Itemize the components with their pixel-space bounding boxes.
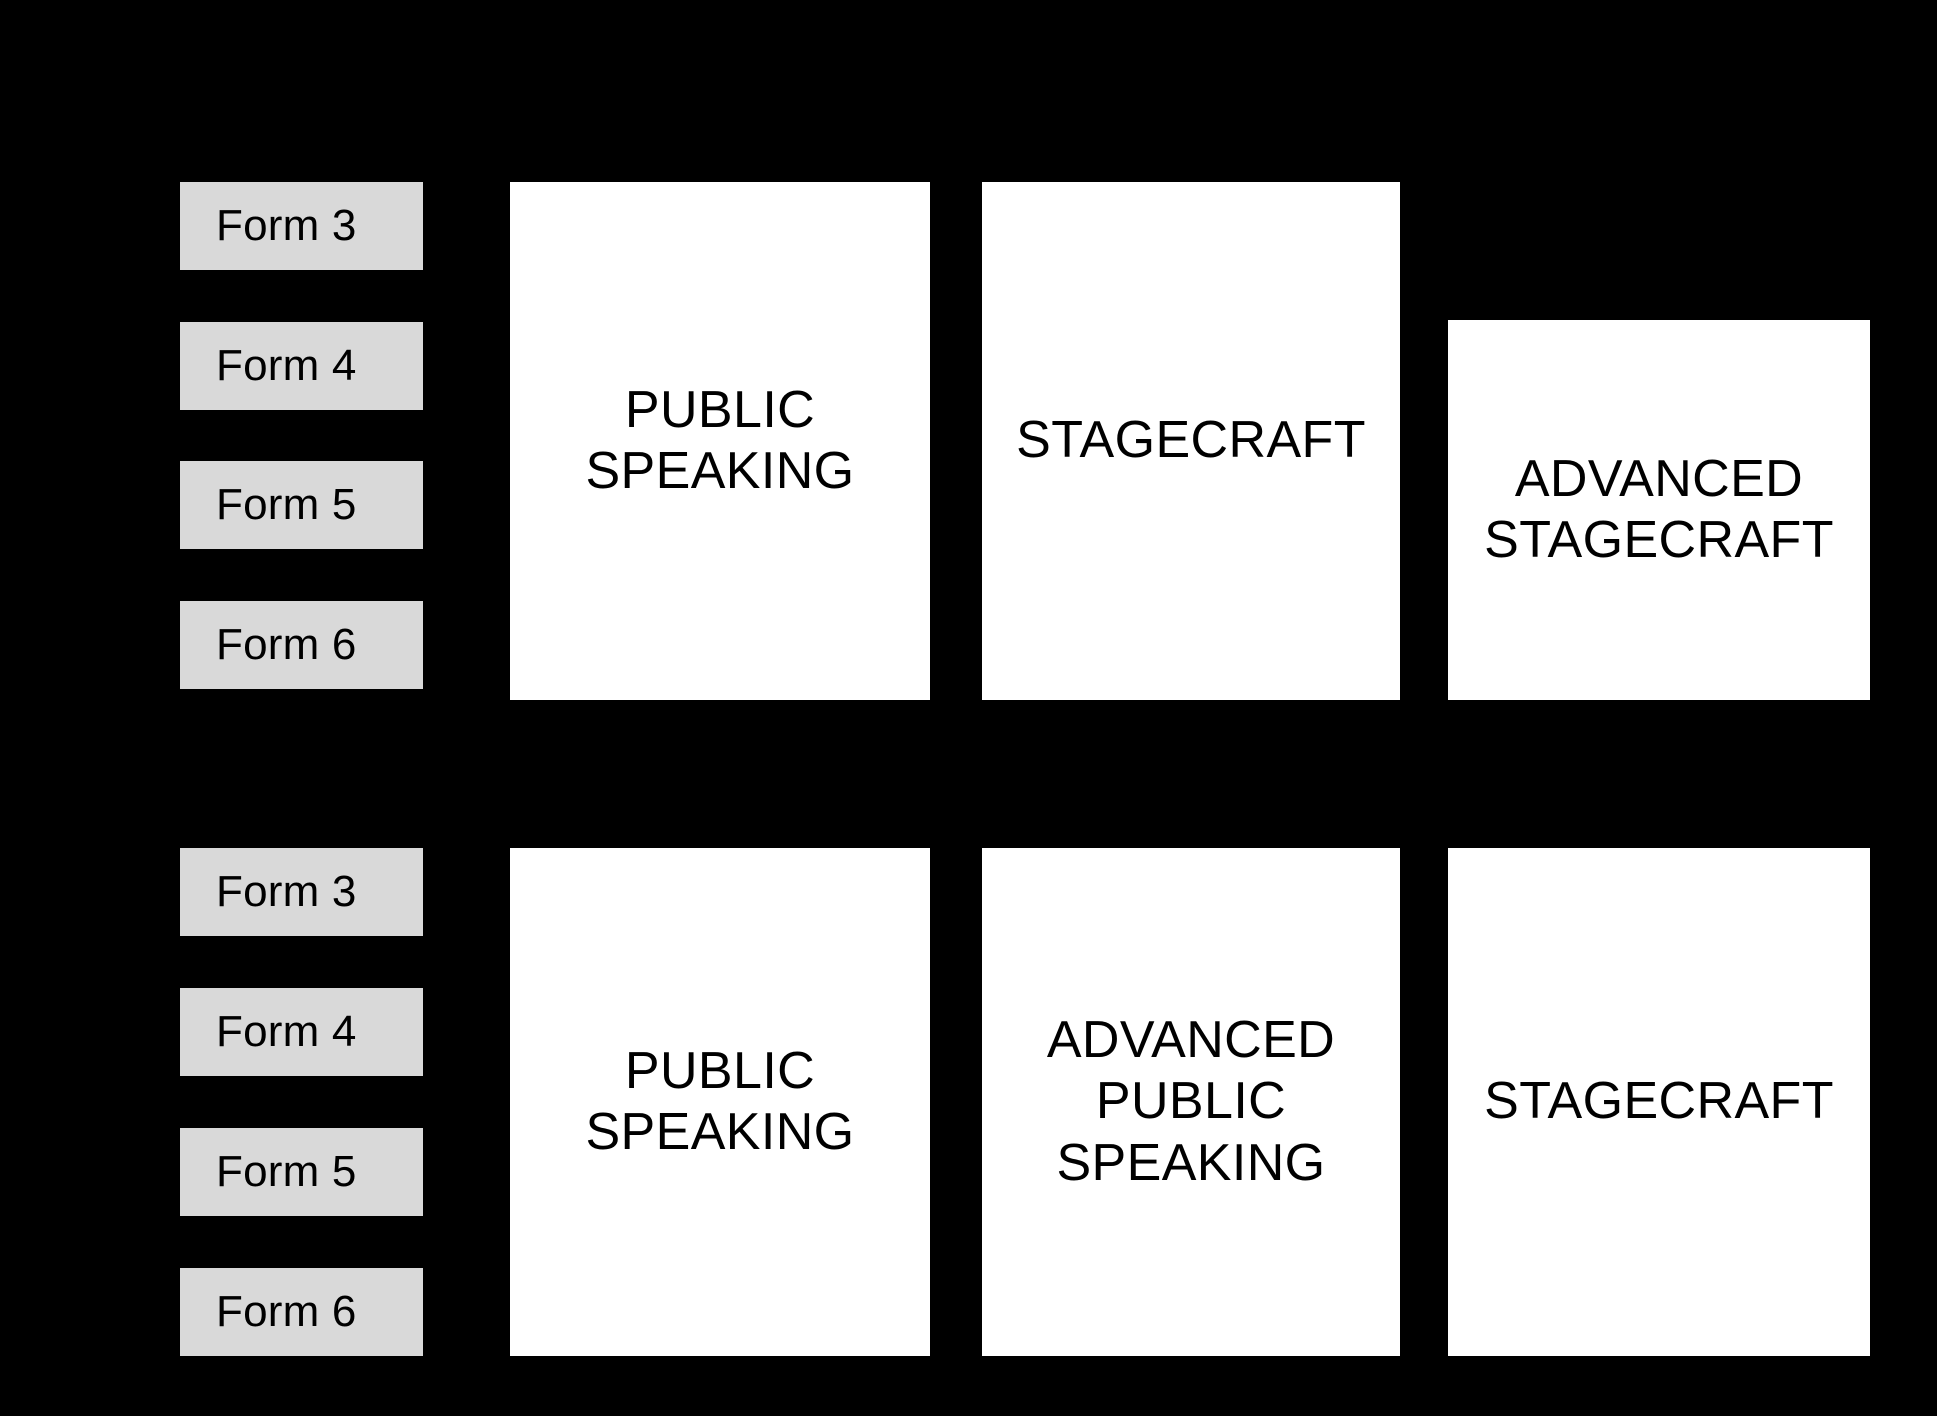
course-card-row1-stagecraft[interactable]: STAGECRAFT [982,182,1400,700]
form-chip-row2-form5[interactable]: Form 5 [180,1128,423,1216]
course-card-label: ADVANCED STAGECRAFT [1484,449,1834,569]
form-chip-label: Form 5 [216,480,357,529]
course-card-row1-public-speaking[interactable]: PUBLIC SPEAKING [510,182,930,700]
course-card-label: STAGECRAFT [1484,1072,1834,1131]
form-chip-row1-form5[interactable]: Form 5 [180,461,423,549]
course-card-row2-public-speaking[interactable]: PUBLIC SPEAKING [510,848,930,1356]
course-card-row1-advanced-stagecraft[interactable]: ADVANCED STAGECRAFT [1448,320,1870,700]
form-chip-label: Form 5 [216,1147,357,1196]
form-chip-label: Form 4 [216,1007,357,1056]
form-chip-label: Form 6 [216,620,357,669]
form-chip-label: Form 3 [216,867,357,916]
course-card-label: PUBLIC SPEAKING [585,1041,855,1161]
form-chip-row1-form3[interactable]: Form 3 [180,182,423,270]
course-card-row2-stagecraft[interactable]: STAGECRAFT [1448,848,1870,1356]
form-chip-row2-form4[interactable]: Form 4 [180,988,423,1076]
form-chip-label: Form 4 [216,341,357,390]
course-card-row2-advanced-public-speaking[interactable]: ADVANCED PUBLIC SPEAKING [982,848,1400,1356]
form-chip-label: Form 3 [216,201,357,250]
form-chip-row2-form3[interactable]: Form 3 [180,848,423,936]
form-chip-label: Form 6 [216,1287,357,1336]
form-chip-row1-form4[interactable]: Form 4 [180,322,423,410]
course-card-label: PUBLIC SPEAKING [585,380,855,500]
form-chip-row2-form6[interactable]: Form 6 [180,1268,423,1356]
course-card-label: ADVANCED PUBLIC SPEAKING [1046,1010,1336,1192]
course-card-label: STAGECRAFT [1016,411,1366,470]
form-chip-row1-form6[interactable]: Form 6 [180,601,423,689]
